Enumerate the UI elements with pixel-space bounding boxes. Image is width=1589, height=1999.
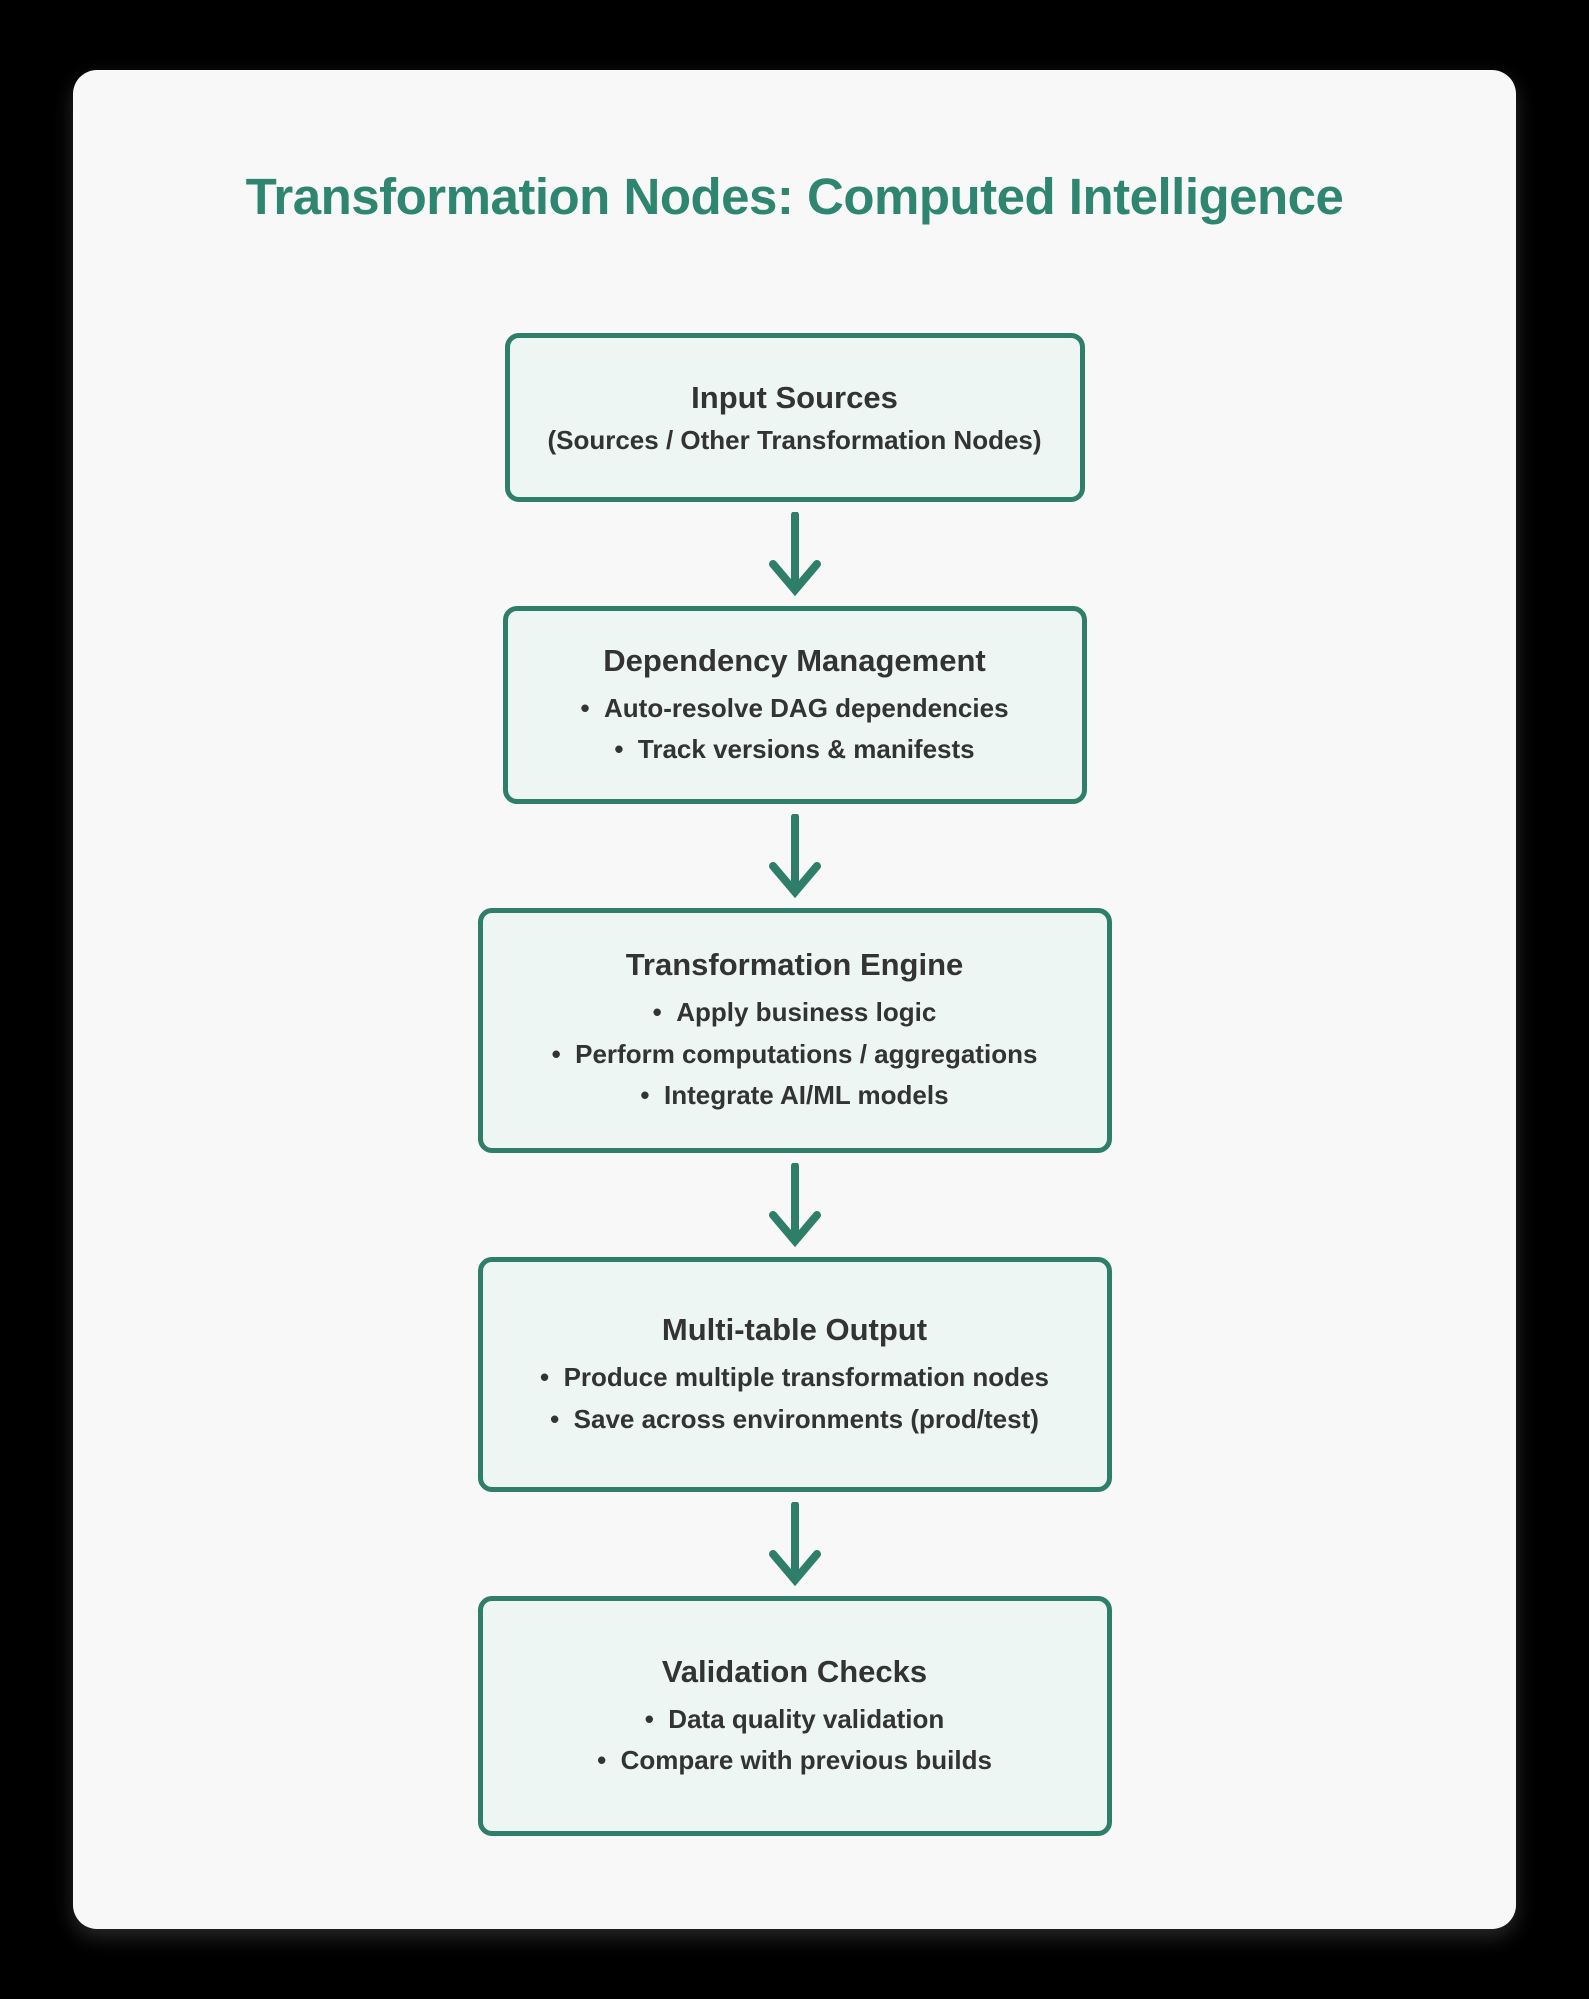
- arrow-down-icon: [768, 1502, 821, 1587]
- page-title: Transformation Nodes: Computed Intellige…: [245, 168, 1344, 225]
- arrow-down-icon: [768, 512, 821, 597]
- diagram-card: Transformation Nodes: Computed Intellige…: [73, 70, 1516, 1929]
- flowchart: Input Sources (Sources / Other Transform…: [477, 333, 1112, 1837]
- bullet-item: Compare with previous builds: [597, 1740, 992, 1782]
- arrow-down-icon: [768, 1163, 821, 1248]
- node-bullet-list: Produce multiple transformation nodes Sa…: [540, 1357, 1049, 1440]
- node-bullet-list: Data quality validation Compare with pre…: [597, 1699, 992, 1782]
- connector: [765, 1153, 825, 1257]
- bullet-item: Perform computations / aggregations: [552, 1034, 1037, 1076]
- bullet-item: Save across environments (prod/test): [540, 1399, 1049, 1441]
- node-subtitle: (Sources / Other Transformation Nodes): [547, 425, 1042, 456]
- bullet-item: Integrate AI/ML models: [552, 1075, 1038, 1117]
- node-bullet-list: Auto-resolve DAG dependencies Track vers…: [580, 688, 1009, 771]
- connector: [765, 502, 825, 606]
- arrow-down-icon: [768, 814, 821, 899]
- flow-node-input-sources: Input Sources (Sources / Other Transform…: [504, 333, 1085, 503]
- node-bullet-list: Apply business logic Perform computation…: [552, 992, 1038, 1117]
- bullet-item: Track versions & manifests: [580, 729, 1008, 771]
- bullet-item: Apply business logic: [552, 992, 1038, 1034]
- connector: [765, 1492, 825, 1596]
- flow-node-dependency-management: Dependency Management Auto-resolve DAG d…: [502, 606, 1087, 805]
- flow-node-multi-table-output: Multi-table Output Produce multiple tran…: [477, 1257, 1112, 1493]
- node-title: Transformation Engine: [625, 947, 964, 983]
- bullet-item: Auto-resolve DAG dependencies: [580, 688, 1009, 730]
- connector: [765, 804, 825, 908]
- node-title: Multi-table Output: [661, 1312, 928, 1348]
- bullet-item: Produce multiple transformation nodes: [540, 1357, 1049, 1399]
- flow-node-validation-checks: Validation Checks Data quality validatio…: [477, 1596, 1112, 1837]
- node-title: Validation Checks: [661, 1653, 928, 1689]
- node-title: Dependency Management: [603, 642, 986, 678]
- flow-node-transformation-engine: Transformation Engine Apply business log…: [477, 908, 1112, 1154]
- bullet-item: Data quality validation: [597, 1699, 992, 1741]
- node-title: Input Sources: [691, 380, 898, 416]
